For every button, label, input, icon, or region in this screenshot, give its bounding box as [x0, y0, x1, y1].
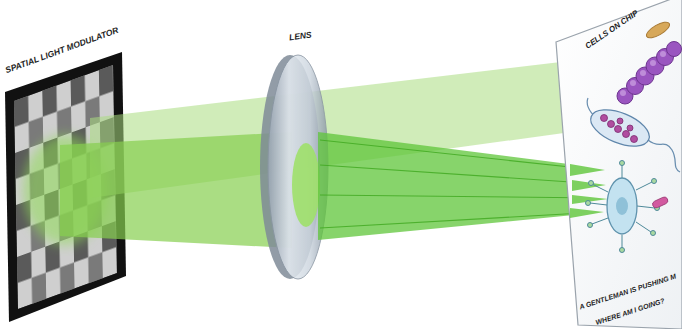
device-label: LENS [288, 30, 312, 42]
focused-beam [318, 132, 604, 240]
beam-tips [570, 164, 608, 218]
cell-illustrations [586, 19, 682, 252]
incident-beam [60, 132, 292, 248]
lens-shape [260, 55, 328, 279]
chip-panel [556, 0, 682, 329]
